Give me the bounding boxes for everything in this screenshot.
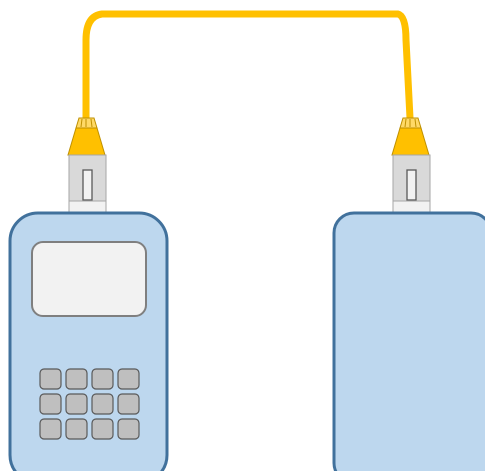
keypad-key — [118, 394, 139, 414]
keypad-key — [40, 419, 61, 439]
right-connector-latch — [407, 170, 416, 200]
keypad-key — [92, 369, 113, 389]
keypad-key — [40, 369, 61, 389]
right-connector-boot — [392, 128, 429, 155]
keypad-key — [118, 419, 139, 439]
keypad-key — [66, 394, 87, 414]
keypad-key — [66, 369, 87, 389]
left-connector-latch — [83, 170, 92, 200]
right-rj45-connector — [392, 118, 430, 213]
keypad-key — [40, 394, 61, 414]
right-connector-tip — [393, 201, 430, 213]
keypad-key — [118, 369, 139, 389]
keypad-key — [92, 394, 113, 414]
left-connector-tip — [69, 201, 106, 213]
left-rj45-connector — [68, 118, 106, 213]
remote-unit-body — [334, 213, 485, 471]
remote-unit-icon — [334, 213, 485, 471]
patch-cable — [86, 14, 410, 118]
handheld-tester-icon — [10, 213, 167, 471]
handheld-tester-screen — [32, 242, 146, 316]
keypad-key — [66, 419, 87, 439]
keypad-key — [92, 419, 113, 439]
left-connector-boot — [68, 128, 105, 155]
